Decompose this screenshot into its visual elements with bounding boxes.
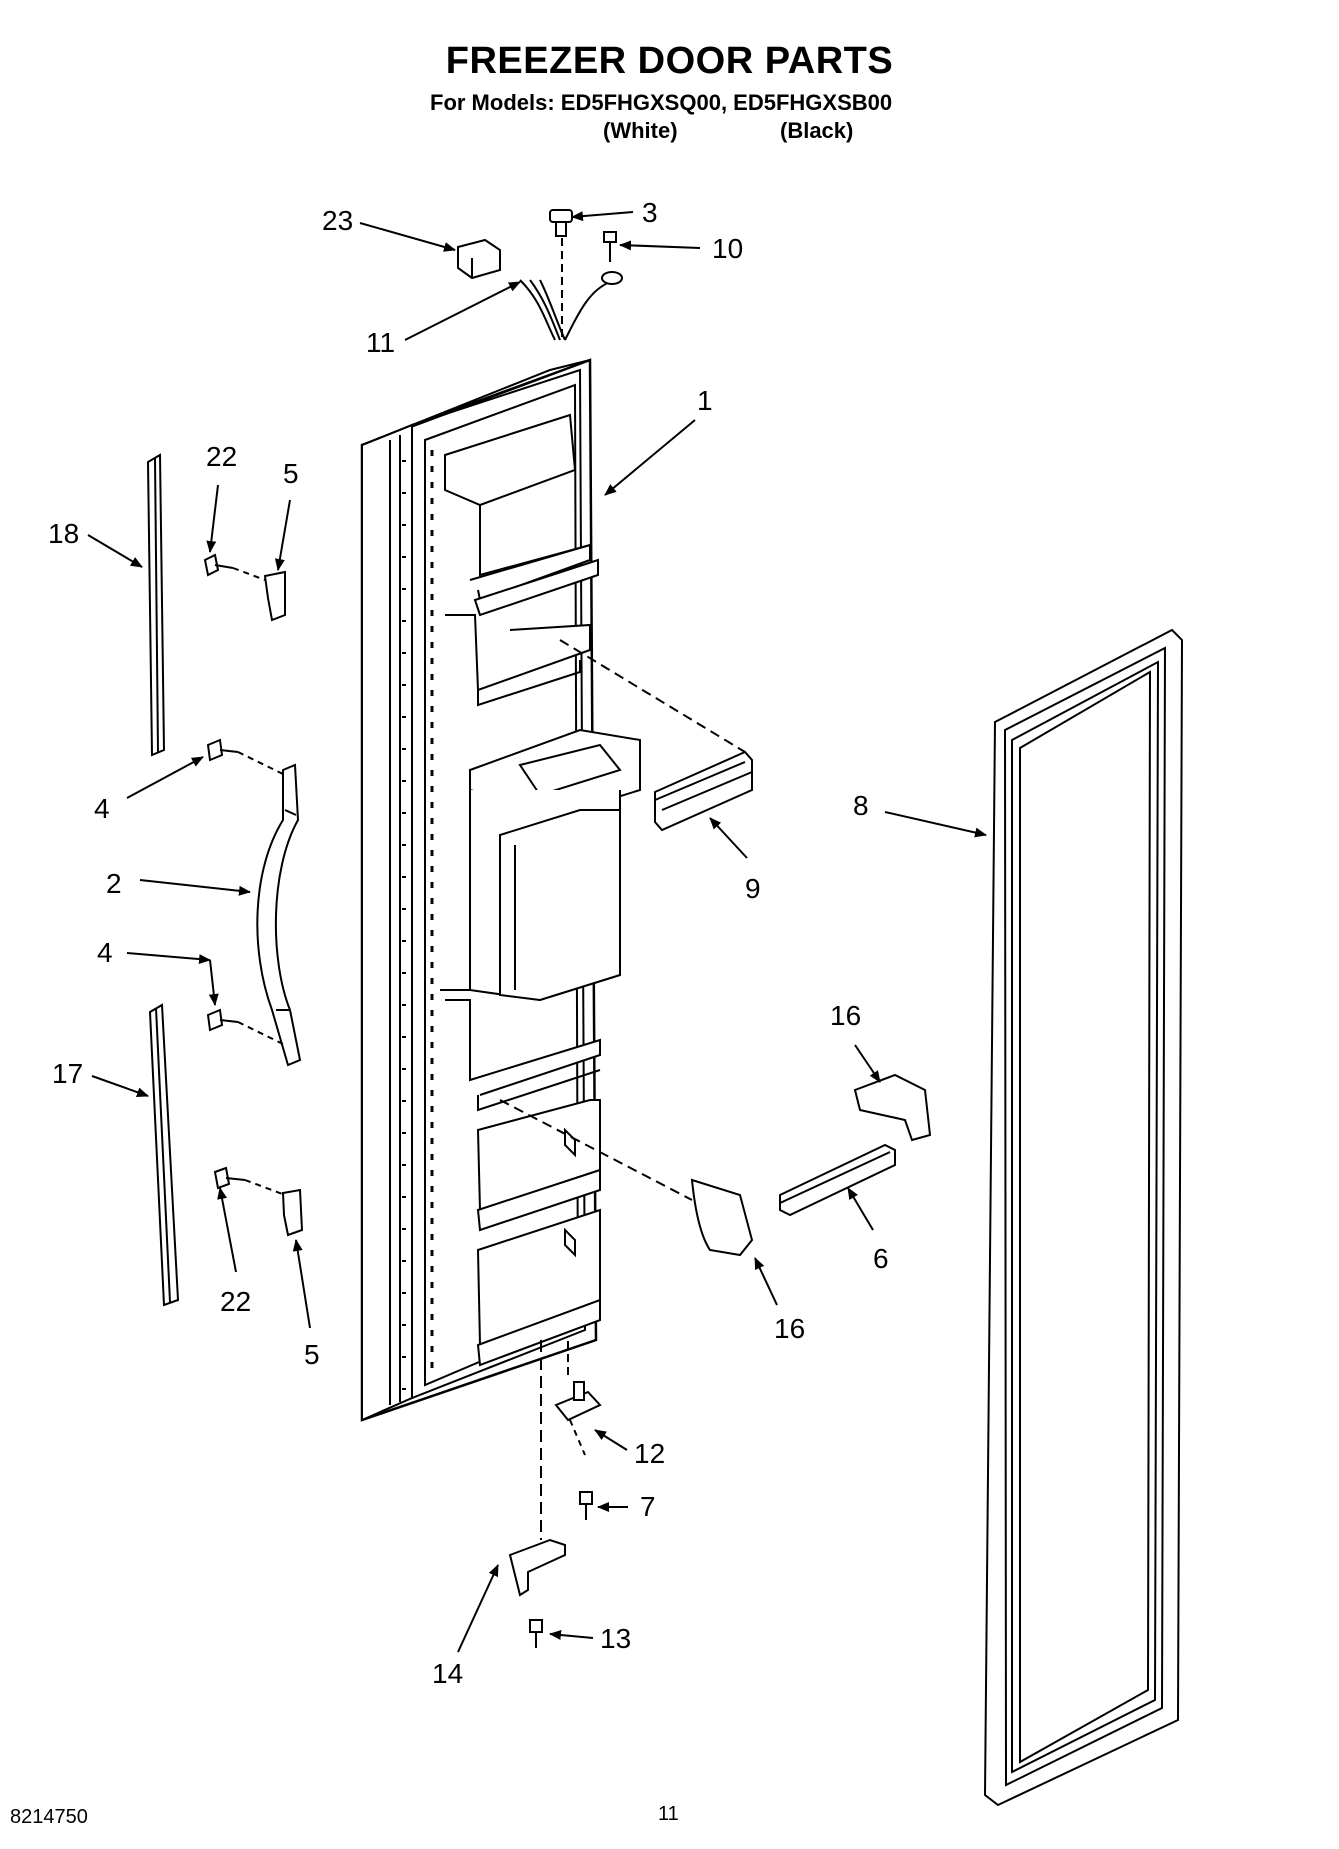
left-parts-drawing xyxy=(146,453,304,1307)
callout-10: 10 xyxy=(712,233,743,264)
callout-13: 13 xyxy=(600,1623,631,1654)
freezer-door-drawing xyxy=(360,358,641,1422)
top-parts-drawing xyxy=(457,209,623,341)
callout-4-upper: 4 xyxy=(94,793,110,824)
variant-white-label: (White) xyxy=(603,118,678,143)
right-parts-drawing xyxy=(499,628,1184,1807)
callout-18: 18 xyxy=(48,518,79,549)
callout-22-upper: 22 xyxy=(206,441,237,472)
callout-9: 9 xyxy=(745,873,761,904)
callout-7: 7 xyxy=(640,1491,656,1522)
page-title: FREEZER DOOR PARTS xyxy=(445,40,894,82)
callout-leaders xyxy=(87,211,987,1653)
callout-3: 3 xyxy=(642,197,658,228)
callout-11: 11 xyxy=(366,327,395,358)
page-number: 11 xyxy=(658,1803,679,1825)
document-number: 8214750 xyxy=(10,1806,88,1828)
callout-17: 17 xyxy=(52,1058,83,1089)
callout-12: 12 xyxy=(634,1438,665,1469)
callout-14: 14 xyxy=(432,1658,463,1689)
callout-5-upper: 5 xyxy=(283,458,299,489)
callout-8: 8 xyxy=(853,790,869,821)
models-line: For Models: ED5FHGXSQ00, ED5FHGXSB00 xyxy=(430,90,893,115)
callout-5-lower: 5 xyxy=(304,1339,320,1370)
variant-black-label: (Black) xyxy=(780,118,854,143)
callout-2: 2 xyxy=(106,868,122,899)
callout-22-lower: 22 xyxy=(220,1286,251,1317)
callout-1: 1 xyxy=(697,385,713,416)
callout-16-upper: 16 xyxy=(830,1000,861,1031)
callout-6: 6 xyxy=(873,1243,889,1274)
hinge-parts-drawing xyxy=(508,1340,602,1648)
callout-4-lower: 4 xyxy=(97,937,113,968)
callout-numbers: 23 3 10 11 1 22 5 18 4 2 4 17 22 5 9 8 1… xyxy=(48,197,889,1689)
callout-16-lower: 16 xyxy=(774,1313,805,1344)
callout-23: 23 xyxy=(322,205,353,236)
